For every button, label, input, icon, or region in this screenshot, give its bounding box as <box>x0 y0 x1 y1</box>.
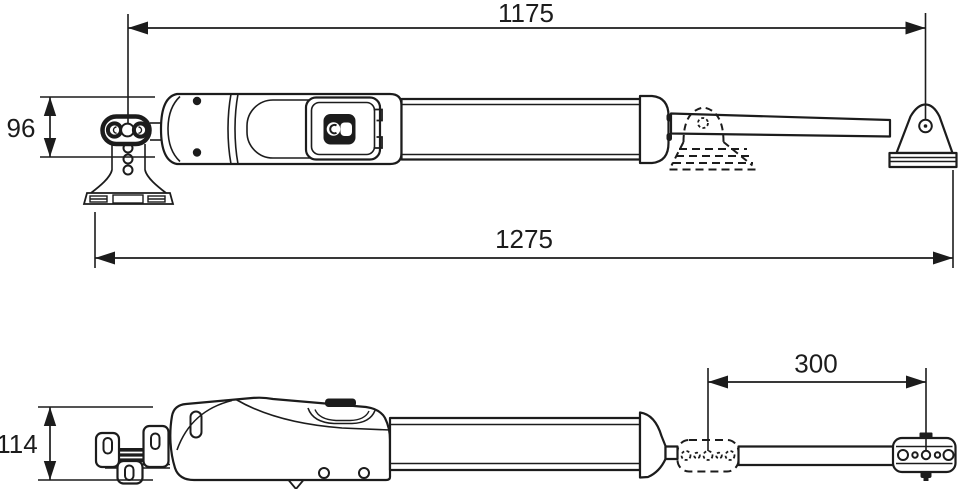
arrowhead-right <box>933 251 953 265</box>
housing-seam <box>234 93 239 165</box>
body-screw-hole <box>358 467 370 479</box>
arrowhead-left <box>128 21 148 35</box>
top-view: 1175 96 1275 <box>7 0 958 268</box>
side-view: 114 300 <box>0 349 957 489</box>
dashed-pivot-hole <box>697 117 709 129</box>
bracket-hole <box>897 449 909 461</box>
tube-outline <box>388 416 642 472</box>
tab-slot <box>124 464 135 481</box>
bracket-bottom-lug <box>920 471 932 478</box>
foot-segment <box>112 194 144 204</box>
extension-rod-top <box>669 112 892 138</box>
key-mark <box>329 123 337 135</box>
tab-slot <box>102 437 113 455</box>
release-lever <box>325 398 356 407</box>
tube-end-cap <box>638 94 670 165</box>
screw-dot <box>192 96 202 106</box>
dashed-side <box>722 141 754 167</box>
dimension-96: 96 <box>7 96 155 158</box>
lever-recess <box>307 407 376 425</box>
bracket-flare <box>90 169 113 194</box>
arrowhead-up <box>43 97 57 116</box>
dimension-1175: 1175 <box>127 0 927 123</box>
extension-rod-side <box>737 445 895 467</box>
housing-end-curve <box>167 95 181 163</box>
plate-hole <box>122 164 134 176</box>
dimension-label-114: 114 <box>0 429 38 459</box>
bracket-flare <box>144 169 167 194</box>
plate-hole <box>122 153 134 165</box>
tab-slot <box>150 432 161 450</box>
coupler-hole <box>702 450 714 461</box>
telescopic-tube-side <box>388 411 679 479</box>
arrowhead-right <box>905 21 926 35</box>
tube-end-cap <box>638 411 667 479</box>
body-parting-line <box>235 398 391 431</box>
dashed-dome <box>682 106 725 143</box>
keyhole-circle <box>326 122 341 136</box>
arrowhead-right <box>906 375 926 389</box>
bracket-hole <box>942 449 955 461</box>
rod-neck <box>664 445 679 461</box>
rear-bracket-top <box>82 114 175 205</box>
dimension-300: 300 <box>707 349 927 451</box>
lever-recess-inner <box>314 409 370 422</box>
cap-lug <box>666 133 672 141</box>
coupler-hole <box>680 450 692 461</box>
body-front-curve <box>176 399 233 451</box>
motor-body-top <box>159 92 403 166</box>
bracket-foot <box>82 192 175 205</box>
bracket-bottom-stem <box>923 477 929 481</box>
panel-clip <box>373 136 383 149</box>
bracket-base <box>888 151 958 169</box>
body-outline <box>169 396 392 482</box>
rear-bracket-side <box>94 424 170 485</box>
front-bracket-alternate-dashed <box>669 106 756 171</box>
front-bracket-side <box>891 432 957 481</box>
motor-body-side <box>169 396 392 489</box>
bracket-center-hole <box>920 449 932 461</box>
pivot-hole-right <box>131 121 150 139</box>
pivot-pin-mark <box>138 126 143 134</box>
release-panel-inner <box>310 101 376 156</box>
coupler-hole <box>724 450 736 461</box>
coupler-hole <box>693 451 701 460</box>
shim-stack <box>118 448 146 462</box>
dimension-1275: 1275 <box>94 170 954 268</box>
dashed-side <box>670 141 685 166</box>
arrowhead-up <box>43 407 57 426</box>
telescopic-tube-top <box>400 94 672 165</box>
coupler-hole <box>715 451 723 460</box>
bracket-hole <box>911 451 919 459</box>
arrowhead-left <box>708 375 728 389</box>
body-screw-hole <box>318 467 330 479</box>
bracket-pivot-center <box>923 124 928 128</box>
arrowhead-down <box>43 461 57 480</box>
screw-dot <box>192 148 202 157</box>
tube-outline <box>400 97 642 161</box>
dimension-label-300: 300 <box>794 349 837 379</box>
arrowhead-left <box>95 251 115 265</box>
dimension-label-1175: 1175 <box>498 0 554 28</box>
pivot-pin-mark <box>112 126 117 134</box>
keyhole-slot <box>340 122 352 136</box>
body-notch <box>287 479 305 489</box>
pivot-hole-left <box>105 121 124 139</box>
bracket-hole <box>933 451 942 459</box>
housing-seam <box>227 93 232 165</box>
dimension-label-96: 96 <box>7 113 36 143</box>
panel-clip <box>373 108 383 122</box>
dimension-label-1275: 1275 <box>495 224 553 254</box>
dimension-114: 114 <box>0 406 153 481</box>
arrowhead-down <box>43 138 57 157</box>
front-bracket-top <box>888 103 958 169</box>
